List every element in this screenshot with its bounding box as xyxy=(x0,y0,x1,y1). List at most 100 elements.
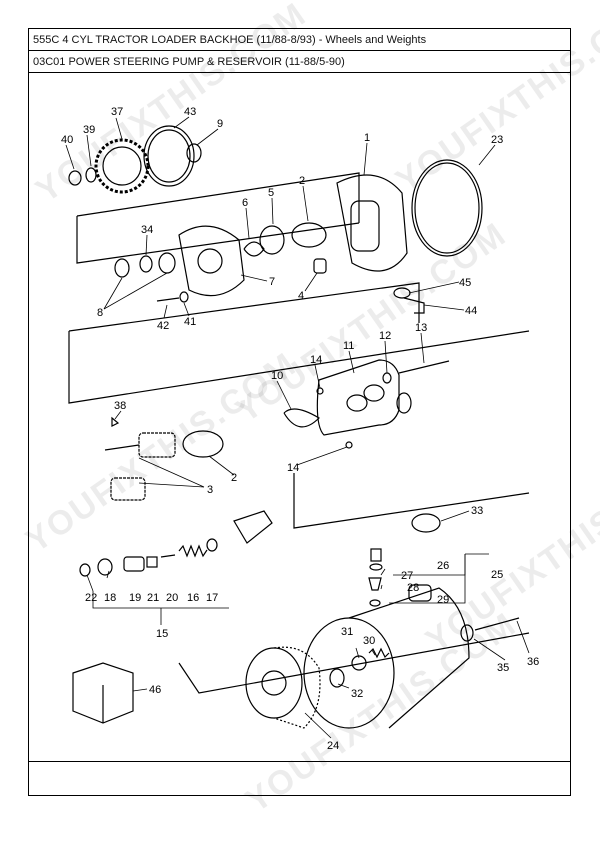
gear-3a xyxy=(138,432,176,458)
section-title: 03C01 POWER STEERING PUMP & RESERVOIR (1… xyxy=(29,51,570,73)
pin-20 xyxy=(160,554,176,558)
cap-33 xyxy=(411,513,441,533)
callout-4: 4 xyxy=(298,290,304,302)
seal-9 xyxy=(186,143,202,163)
key-38 xyxy=(111,416,120,427)
reservoir-body xyxy=(348,587,470,729)
plug-28 xyxy=(368,577,382,591)
pump-body-1 xyxy=(336,174,408,272)
washer-39 xyxy=(85,167,97,183)
washer-29 xyxy=(369,599,381,607)
seal-8a xyxy=(114,258,130,278)
callout-33: 33 xyxy=(471,505,483,517)
cover-7-bore xyxy=(197,248,223,274)
washer-41 xyxy=(179,291,189,303)
plug-15 xyxy=(233,510,273,544)
callout-37: 37 xyxy=(111,106,123,118)
nut-40 xyxy=(68,170,82,186)
seal-17 xyxy=(206,538,218,552)
callout-18: 18 xyxy=(104,592,116,604)
callout-1: 1 xyxy=(364,132,370,144)
filter-24-bore xyxy=(261,670,287,696)
page-frame: 555C 4 CYL TRACTOR LOADER BACKHOE (11/88… xyxy=(19,0,600,820)
ring-18 xyxy=(97,558,113,576)
callout-26: 26 xyxy=(437,560,449,572)
callout-5: 5 xyxy=(268,187,274,199)
o-ring-23-inner xyxy=(414,162,480,254)
washer-22 xyxy=(79,563,91,577)
o-ring-23 xyxy=(411,159,483,257)
callout-30: 30 xyxy=(363,635,375,647)
callout-13: 13 xyxy=(415,322,427,334)
shaft-3a xyxy=(104,444,140,451)
group-outline-reservoir xyxy=(178,632,530,694)
callout-14-top: 14 xyxy=(310,354,322,366)
plate-2 xyxy=(291,222,327,248)
callout-20: 20 xyxy=(166,592,178,604)
callout-15: 15 xyxy=(156,628,168,640)
gear-37-hub xyxy=(102,146,142,186)
o-ring-43-inner xyxy=(147,129,191,183)
o-ring-5 xyxy=(259,225,285,255)
callout-41: 41 xyxy=(184,316,196,328)
callout-32: 32 xyxy=(351,688,363,700)
callout-11: 11 xyxy=(343,340,354,352)
callout-8: 8 xyxy=(97,307,103,319)
elbow-44 xyxy=(403,297,425,314)
callout-9: 9 xyxy=(217,118,223,130)
callout-46: 46 xyxy=(149,684,161,696)
spring-16 xyxy=(178,544,208,558)
callout-42: 42 xyxy=(157,320,169,332)
callout-45: 45 xyxy=(459,277,471,289)
seal-34 xyxy=(139,255,153,273)
o-ring-14b xyxy=(345,441,353,449)
washer-12 xyxy=(382,372,392,384)
dowel-4 xyxy=(313,258,327,274)
plate-2b xyxy=(182,430,224,458)
washer-35 xyxy=(460,624,474,642)
spring-30 xyxy=(368,647,390,659)
seal-8b xyxy=(158,252,176,274)
bolt-26 xyxy=(370,548,382,562)
callout-40: 40 xyxy=(61,134,73,146)
gear-37 xyxy=(94,138,150,194)
spool-19 xyxy=(123,556,145,572)
o-ring-31 xyxy=(351,655,367,671)
bolt-36 xyxy=(474,617,520,631)
callout-19: 19 xyxy=(129,592,141,604)
callout-34: 34 xyxy=(141,224,153,236)
callout-43: 43 xyxy=(184,106,196,118)
callout-labels: 40 39 37 43 9 1 23 2 5 6 34 7 8 4 42 41 … xyxy=(61,106,539,752)
housing-11-outlet xyxy=(396,392,412,414)
seal-10 xyxy=(283,408,320,428)
callout-24: 24 xyxy=(327,740,339,752)
o-ring-45 xyxy=(393,287,411,299)
model-title: 555C 4 CYL TRACTOR LOADER BACKHOE (11/88… xyxy=(29,29,570,51)
seal-32 xyxy=(329,668,345,688)
callout-2-mid: 2 xyxy=(231,472,237,484)
callout-36: 36 xyxy=(527,656,539,668)
group-outline-middle xyxy=(68,282,420,332)
filter-24-pleats xyxy=(273,646,321,729)
group-outline-middle-lower xyxy=(68,330,530,404)
cover-7 xyxy=(178,225,245,297)
kit-box-icon xyxy=(72,662,134,724)
callout-28: 28 xyxy=(407,582,419,594)
bolt-13 xyxy=(398,360,450,374)
callout-16: 16 xyxy=(187,592,199,604)
callout-23: 23 xyxy=(491,134,503,146)
ball-21 xyxy=(146,556,158,568)
callout-21: 21 xyxy=(147,592,159,604)
reservoir-filler xyxy=(408,584,432,602)
group-outline-bottom xyxy=(293,473,530,529)
callout-44: 44 xyxy=(465,305,477,317)
o-ring-43 xyxy=(143,125,195,187)
group-outline-top xyxy=(76,172,360,223)
callout-14-bottom: 14 xyxy=(287,462,299,474)
callout-6: 6 xyxy=(242,197,248,209)
callout-27: 27 xyxy=(401,570,413,582)
callout-25: 25 xyxy=(491,569,503,581)
callout-38: 38 xyxy=(114,400,126,412)
seal-6 xyxy=(243,241,265,257)
bolt-42 xyxy=(156,297,180,302)
